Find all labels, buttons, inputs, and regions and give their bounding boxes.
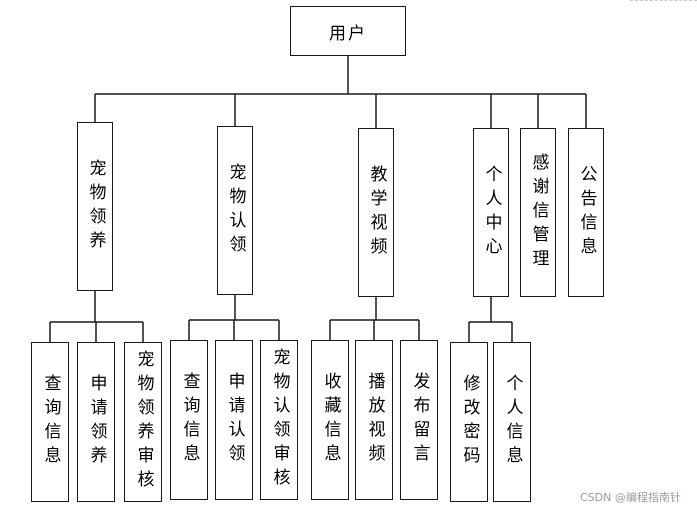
node-personal-info: 个人信息 [493, 342, 531, 502]
node-root: 用户 [290, 6, 406, 56]
node-video-favorite: 收藏信息 [311, 340, 349, 500]
node-label: 公告信息 [576, 164, 597, 261]
node-video-play: 播放视频 [355, 340, 393, 500]
node-teaching-video: 教学视频 [358, 128, 394, 297]
node-claim-apply: 申请认领 [215, 340, 253, 500]
node-label: 查询信息 [179, 372, 200, 468]
node-label: 教学视频 [366, 164, 387, 261]
node-claim-query: 查询信息 [170, 340, 208, 500]
page-edge-mark [630, 0, 697, 4]
node-label: 收藏信息 [320, 372, 341, 468]
node-pet-claim: 宠物认领 [217, 126, 253, 295]
node-notice-info: 公告信息 [568, 128, 604, 297]
node-label: 宠物认领 [225, 162, 246, 259]
node-adopt-apply: 申请领养 [77, 342, 115, 502]
node-label: 申请领养 [86, 374, 107, 470]
node-label: 宠物领养 [85, 158, 106, 255]
node-label: 宠物认领审核 [269, 348, 290, 492]
node-thanks-mgmt: 感谢信管理 [520, 128, 556, 297]
node-personal-center: 个人中心 [473, 128, 509, 297]
node-pet-adopt: 宠物领养 [77, 122, 113, 291]
node-label: 个人中心 [481, 164, 502, 261]
node-label: 申请认领 [224, 372, 245, 468]
csdn-watermark: CSDN @编程指南针 [580, 491, 681, 504]
node-adopt-query: 查询信息 [31, 342, 69, 502]
node-label: 发布留言 [409, 372, 430, 468]
node-change-password: 修改密码 [450, 342, 488, 502]
node-claim-review: 宠物认领审核 [260, 340, 298, 500]
node-video-comment: 发布留言 [400, 340, 438, 500]
node-label: 宠物领养审核 [133, 350, 154, 494]
node-label: 修改密码 [459, 374, 480, 470]
node-label: 用户 [329, 23, 367, 44]
node-label: 播放视频 [364, 372, 385, 468]
node-label: 个人信息 [502, 374, 523, 470]
node-label: 感谢信管理 [528, 152, 549, 273]
node-adopt-review: 宠物领养审核 [124, 342, 162, 502]
node-label: 查询信息 [40, 374, 61, 470]
